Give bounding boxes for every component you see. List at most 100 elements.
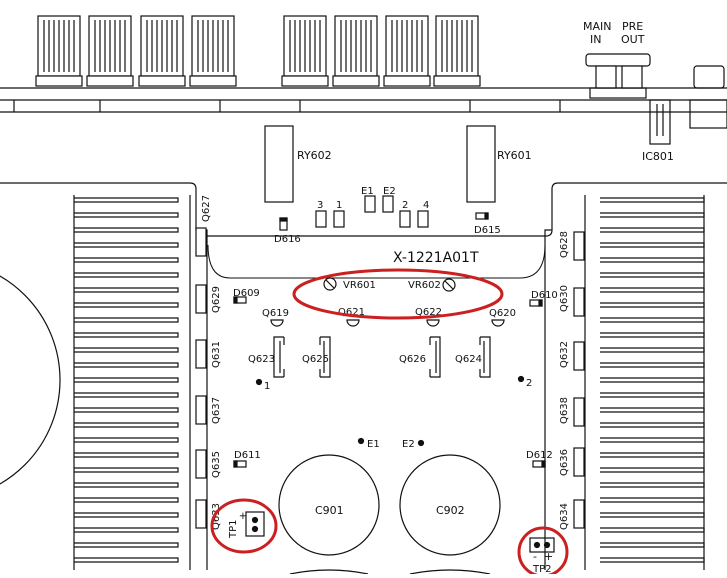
test-point-e2-label: E2: [402, 439, 415, 450]
pad-3: [315, 210, 327, 228]
pad-2-label: 2: [402, 200, 408, 211]
q623-label: Q623: [248, 354, 275, 365]
vr602-pot: [442, 278, 456, 292]
diode-d611-label: D611: [234, 450, 261, 461]
capacitor-c902: [399, 454, 501, 556]
vr602-label: VR602: [408, 280, 441, 291]
q619-body: [270, 319, 284, 327]
pad-4: [417, 210, 429, 228]
q628-label: Q628: [559, 231, 570, 258]
toroid-transformer: [0, 275, 61, 485]
right-transistor-column: [573, 231, 585, 529]
main-in-label-1: MAIN: [583, 20, 612, 33]
q629-label: Q629: [211, 286, 222, 313]
test-point-2-label: 2: [526, 378, 532, 389]
q632-label: Q632: [559, 341, 570, 368]
diode-d615-label: D615: [474, 225, 501, 236]
test-point-1-dot: [255, 378, 263, 386]
diode-d612-label: D612: [526, 450, 553, 461]
capacitor-c901: [278, 454, 380, 556]
pad-2: [399, 210, 411, 228]
q634-label: Q634: [559, 503, 570, 530]
capacitor-bottom-arcs: [289, 569, 491, 575]
q625-label: Q625: [302, 354, 329, 365]
q624-body: [479, 336, 491, 378]
q633-label: Q633: [211, 503, 222, 530]
vr601-label: VR601: [343, 280, 376, 291]
right-heatsink: [544, 195, 705, 570]
test-point-1-label: 1: [264, 381, 270, 392]
tp1-connector: [245, 511, 265, 537]
capacitor-c902-label: C902: [436, 504, 465, 517]
pad-1-label: 1: [336, 200, 342, 211]
q622-label: Q622: [415, 307, 442, 318]
pad-e2: [382, 195, 394, 213]
front-panel: [0, 87, 727, 113]
pad-3-label: 3: [317, 200, 323, 211]
test-point-e1-dot: [357, 437, 365, 445]
board-outline: [0, 182, 727, 237]
board-id: X-1221A01T: [393, 250, 479, 266]
q619-label: Q619: [262, 308, 289, 319]
relay-ry602: [264, 125, 294, 203]
tp2-minus: -: [533, 550, 537, 563]
q627-label: Q627: [201, 195, 212, 222]
diode-d609-label: D609: [233, 288, 260, 299]
q630-label: Q630: [559, 285, 570, 312]
q623-body: [273, 336, 285, 378]
pad-4-label: 4: [423, 200, 429, 211]
diode-d610-label: D610: [531, 290, 558, 301]
tp1-plus: +: [238, 512, 249, 520]
knob: [383, 15, 431, 87]
q624-label: Q624: [455, 354, 482, 365]
pre-out-label-1: PRE: [622, 20, 643, 33]
knob: [86, 15, 134, 87]
knob-row: [35, 15, 481, 87]
knob: [35, 15, 83, 87]
q620-body: [491, 319, 505, 327]
knob: [138, 15, 186, 87]
test-point-2-dot: [517, 375, 525, 383]
q620-label: Q620: [489, 308, 516, 319]
q636-label: Q636: [559, 449, 570, 476]
capacitor-c901-label: C901: [315, 504, 344, 517]
q625-body: [319, 336, 331, 378]
q622-body: [426, 319, 440, 327]
q621-body: [346, 319, 360, 327]
diode-d616-label: D616: [274, 234, 301, 245]
q635-label: Q635: [211, 451, 222, 478]
pad-1: [333, 210, 345, 228]
q626-body: [429, 336, 441, 378]
q638-label: Q638: [559, 397, 570, 424]
q637-label: Q637: [211, 397, 222, 424]
left-heatsink: [73, 195, 208, 570]
tp2-plus: +: [544, 550, 553, 563]
knob: [281, 15, 329, 87]
pad-e1-label: E1: [361, 186, 374, 197]
ic801: [649, 99, 671, 145]
highlight-tp1: [210, 498, 278, 554]
relay-ry601-label: RY601: [497, 149, 532, 162]
tp2-connector: [529, 537, 555, 553]
relay-ry601: [466, 125, 496, 203]
tp2-label: TP2: [532, 564, 552, 574]
pad-e2-label: E2: [383, 186, 396, 197]
tp1-label: TP1: [228, 519, 239, 539]
left-transistor-column: [195, 227, 207, 529]
knob: [332, 15, 380, 87]
relay-ry602-label: RY602: [297, 149, 332, 162]
pad-e1: [364, 195, 376, 213]
rca-jacks: [585, 53, 727, 129]
ic801-label: IC801: [642, 150, 674, 163]
highlight-vr-pots: [292, 268, 504, 320]
knob: [189, 15, 237, 87]
vr601-pot: [323, 277, 337, 291]
main-in-label-2: IN: [590, 33, 601, 46]
q621-label: Q621: [338, 307, 365, 318]
q626-label: Q626: [399, 354, 426, 365]
test-point-e1-label: E1: [367, 439, 380, 450]
board-inner-outline: [207, 244, 546, 279]
q631-label: Q631: [211, 341, 222, 368]
pre-out-label-2: OUT: [621, 33, 645, 46]
